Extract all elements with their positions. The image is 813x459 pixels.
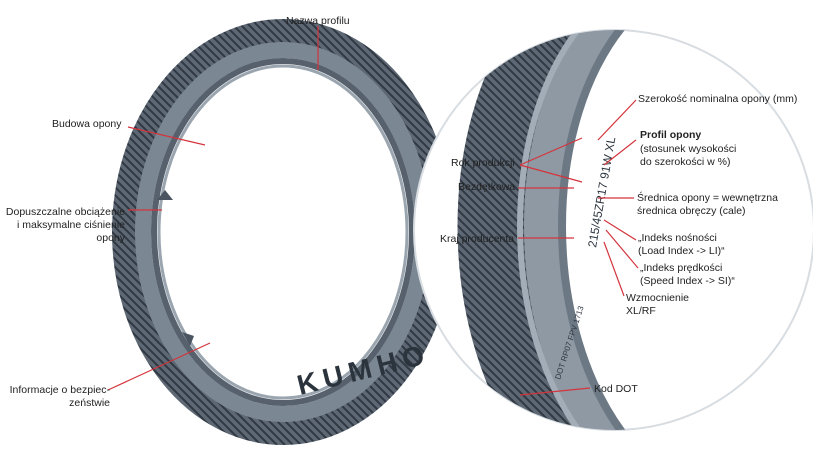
- label-informacje-1: Informacje o bezpiec-: [9, 384, 110, 396]
- magnifier: 215/45ZR17 91W XL DOT RP07 FPV 1713: [413, 29, 813, 431]
- label-dopuszczalne-1: Dopuszczalne obciążenie: [5, 206, 125, 218]
- label-profil-1: Profil opony: [640, 129, 702, 141]
- label-indeks-predkosci-2: (Speed Index -> SI)“: [640, 275, 735, 287]
- leader-lines: [107, 26, 639, 396]
- label-wzmocnienie-1: Wzmocnienie: [626, 292, 690, 304]
- label-indeks-predkosci-1: „Indeks prędkości: [640, 262, 723, 274]
- label-indeks-nosnosci-2: (Load Index -> LI)“: [638, 245, 725, 257]
- label-dopuszczalne-3: opony: [96, 232, 125, 244]
- label-indeks-nosnosci-1: „Indeks nośności: [638, 232, 717, 244]
- label-profil-3: do szerokości w %): [640, 156, 731, 168]
- label-profil-2: (stosunek wysokości: [640, 143, 737, 155]
- tire-ring: [112, 19, 454, 445]
- label-bezdetkowa: Bezdętkowa: [458, 181, 516, 193]
- label-nazwa-profilu: Nazwa profilu: [286, 15, 350, 27]
- label-wzmocnienie-2: XL/RF: [626, 305, 656, 317]
- label-szerokosc: Szerokość nominalna opony (mm): [638, 93, 798, 105]
- label-informacje-2: zeństwie: [69, 397, 110, 409]
- label-rok-produkcji: Rok produkcji: [451, 157, 515, 169]
- label-srednica-1: Średnica opony = wewnętrzna: [637, 192, 778, 204]
- label-kraj-producenta: Kraj producenta: [440, 233, 515, 245]
- label-srednica-2: średnica obręczy (cale): [637, 205, 746, 217]
- label-budowa-opony: Budowa opony: [52, 118, 122, 130]
- label-kod-dot: Kod DOT: [594, 383, 638, 395]
- label-dopuszczalne-2: i maksymalne ciśnienie: [17, 219, 125, 231]
